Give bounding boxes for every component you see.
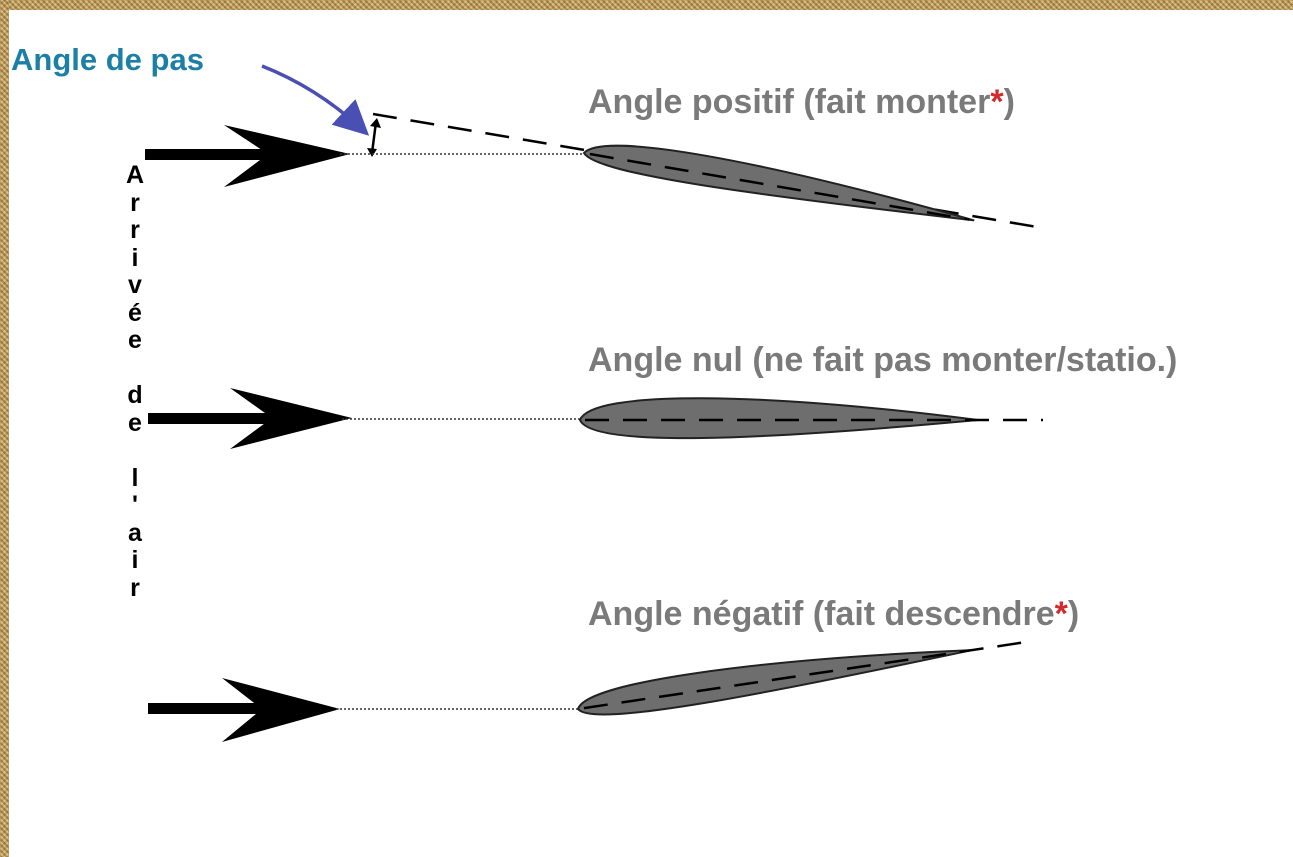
negative-angle-text: Angle négatif (fait descendre [588, 595, 1055, 633]
airflow-arrow-middle [148, 388, 352, 449]
positive-angle-text: Angle positif (fait monter [588, 83, 991, 121]
vertical-label-letter: ' [132, 491, 138, 519]
vertical-label-letter [132, 355, 139, 383]
negative-angle-label: Angle négatif (fait descendre*) [588, 597, 1079, 631]
frame-border-left [0, 0, 9, 857]
vertical-label-letter: i [131, 243, 139, 272]
zero-angle-label: Angle nul (ne fait pas monter/statio.) [588, 341, 1178, 379]
airflow-arrow-top [145, 125, 350, 187]
vertical-label-letter: r [130, 573, 140, 602]
vertical-label-letter: e [128, 408, 142, 437]
frame-border-top [0, 0, 1293, 10]
blade-profile-negative [576, 639, 1036, 716]
angle-measure-marker [367, 118, 381, 157]
positive-angle-label: Angle positif (fait monter*) [588, 85, 1015, 119]
vertical-label-letter: r [130, 216, 140, 244]
airflow-arrow-bottom [148, 678, 340, 742]
negative-angle-close: ) [1067, 595, 1080, 633]
vertical-label-letter: v [128, 271, 142, 299]
vertical-label-letter: é [128, 298, 142, 327]
vertical-label-letter: e [128, 326, 142, 354]
vertical-label-letter: a [128, 518, 142, 547]
blade-profile-positive [582, 144, 975, 222]
title-pointer-arrow [261, 64, 370, 136]
vertical-label-letter: A [125, 161, 145, 189]
vertical-label-letter: l [131, 463, 139, 492]
positive-angle-asterisk: * [990, 83, 1004, 121]
vertical-label-letter: d [127, 381, 143, 409]
blade-profile-zero [578, 397, 1043, 440]
vertical-label-letter [132, 437, 139, 465]
positive-angle-close: ) [1003, 83, 1015, 121]
negative-angle-asterisk: * [1054, 595, 1068, 633]
vertical-label-letter: i [131, 546, 139, 574]
pitch-angle-title: Angle de pas [11, 42, 204, 77]
vertical-label-letter: r [130, 188, 140, 217]
